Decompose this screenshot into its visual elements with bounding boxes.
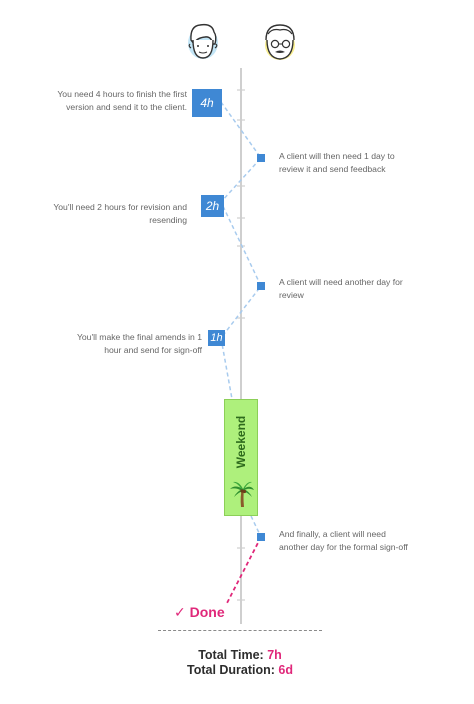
client-avatar-icon [265,24,295,60]
step-1-line-1: You need 4 hours to finish the first [57,89,187,99]
done-text: Done [189,604,225,620]
step-3-description: You'll need 2 hours for revision and res… [27,201,187,227]
step-2-description: A client will then need 1 day to review … [279,150,439,176]
total-duration-label: Total Duration: [186,663,275,677]
client-step-marker [257,282,265,290]
step-5-description: You'll make the final amends in 1 hour a… [42,331,202,357]
total-time-value: 7h [267,648,282,662]
total-duration: Total Duration: 6d [150,663,330,677]
summary-divider [158,630,322,631]
total-duration-value: 6d [278,663,294,677]
timeline-ticks [237,89,245,601]
step-3-line-2: resending [149,215,187,225]
step-1-hours-badge: 4h [192,89,222,117]
step-5-hours-badge: 1h [208,330,225,346]
step-4-line-2: review [279,290,304,300]
step-3-line-1: You'll need 2 hours for revision and [53,202,187,212]
step-2-line-1: A client will then need 1 day to [279,151,395,161]
done-label: ✓ Done [174,604,225,621]
weekend-label: Weekend [234,415,248,469]
weekend-block: Weekend [224,399,258,516]
step-5-line-1: You'll make the final amends in 1 [76,332,202,342]
step-6-line-1: And finally, a client will need [279,529,386,539]
step-3-hours-badge: 2h [201,195,224,217]
total-time-label: Total Time: [198,648,264,662]
weekend-connector [250,515,262,538]
step-4-description: A client will need another day for revie… [279,276,439,302]
step-1-line-2: version and send it to the client. [66,102,187,112]
step-6-line-2: another day for the formal sign-off [279,542,408,552]
total-time: Total Time: 7h [150,648,330,662]
checkmark-icon: ✓ [174,604,186,620]
developer-avatar-icon [188,23,218,59]
client-step-marker [257,154,265,162]
step-4-line-1: A client will need another day for [279,277,403,287]
step-1-description: You need 4 hours to finish the first ver… [27,88,187,114]
palm-tree-icon [230,481,254,507]
step-5-line-2: hour and send for sign-off [104,345,202,355]
done-connector [225,536,262,606]
step-6-description: And finally, a client will need another … [279,528,439,554]
step-2-line-2: review it and send feedback [279,164,386,174]
flow-connector [220,101,262,400]
client-step-marker [257,533,265,541]
